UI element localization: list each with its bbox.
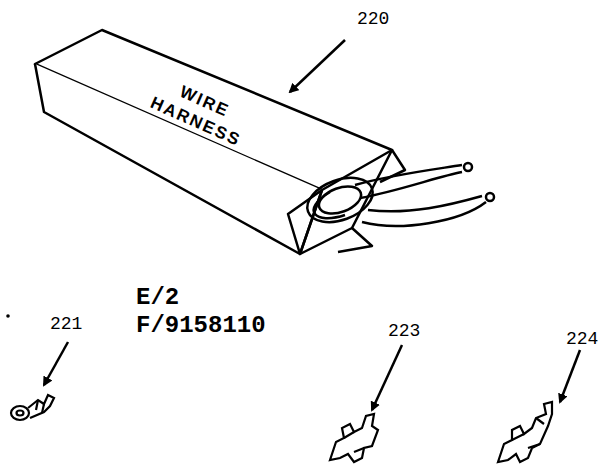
callout-number: 223: [388, 322, 420, 340]
callout-number: 221: [50, 315, 82, 333]
leader-arrow: [290, 40, 345, 92]
ring-terminal: [11, 395, 54, 420]
part-number: F/9158110: [136, 314, 266, 338]
code-label: E/2: [136, 286, 179, 310]
harness-box: [35, 30, 494, 254]
speck: [6, 314, 10, 318]
spade-terminal: [330, 414, 378, 462]
callout-number: 224: [566, 330, 598, 348]
callout-number: 220: [357, 10, 389, 28]
leader-arrow: [44, 342, 68, 385]
female-terminal: [498, 402, 552, 462]
leader-arrow: [560, 350, 580, 402]
leader-arrow: [372, 345, 402, 410]
